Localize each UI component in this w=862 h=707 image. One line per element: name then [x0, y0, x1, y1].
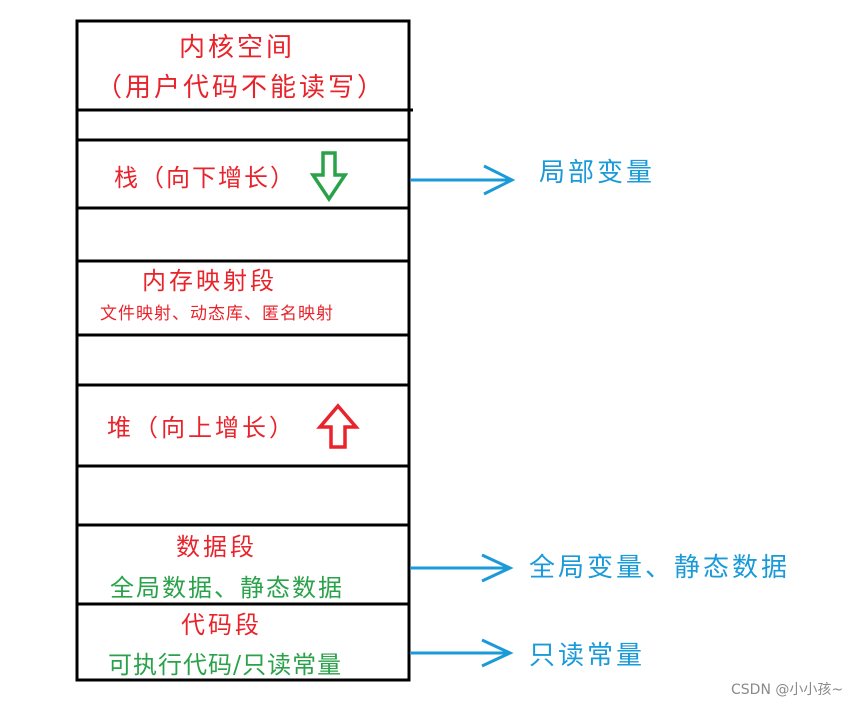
- hollow-down-arrow-icon: [309, 151, 349, 203]
- annotation-local-variables: 局部变量: [539, 158, 656, 188]
- annotation-read-only-constants: 只读常量: [529, 641, 646, 671]
- right-arrow-icon: [410, 553, 514, 583]
- annotation-global-static: 全局变量、静态数据: [529, 553, 791, 583]
- watermark: CSDN @小小孩~: [731, 682, 844, 698]
- heap-label: 堆（向上增长）: [107, 414, 296, 442]
- data-segment-note: 全局数据、静态数据: [110, 574, 344, 602]
- data-segment-title: 数据段: [176, 533, 257, 561]
- code-segment-title: 代码段: [181, 611, 262, 639]
- kernel-space-title: 内核空间: [179, 33, 296, 63]
- right-arrow-icon: [410, 638, 514, 668]
- code-segment-note: 可执行代码/只读常量: [108, 651, 343, 679]
- mmap-title: 内存映射段: [142, 267, 277, 295]
- memory-frame: [75, 19, 411, 682]
- hollow-up-arrow-icon: [316, 403, 360, 449]
- mmap-note: 文件映射、动态库、匿名映射: [100, 304, 334, 324]
- right-arrow-icon: [410, 164, 516, 196]
- kernel-space-note: （用户代码不能读写）: [96, 73, 387, 103]
- stack-label: 栈（向下增长）: [114, 164, 296, 192]
